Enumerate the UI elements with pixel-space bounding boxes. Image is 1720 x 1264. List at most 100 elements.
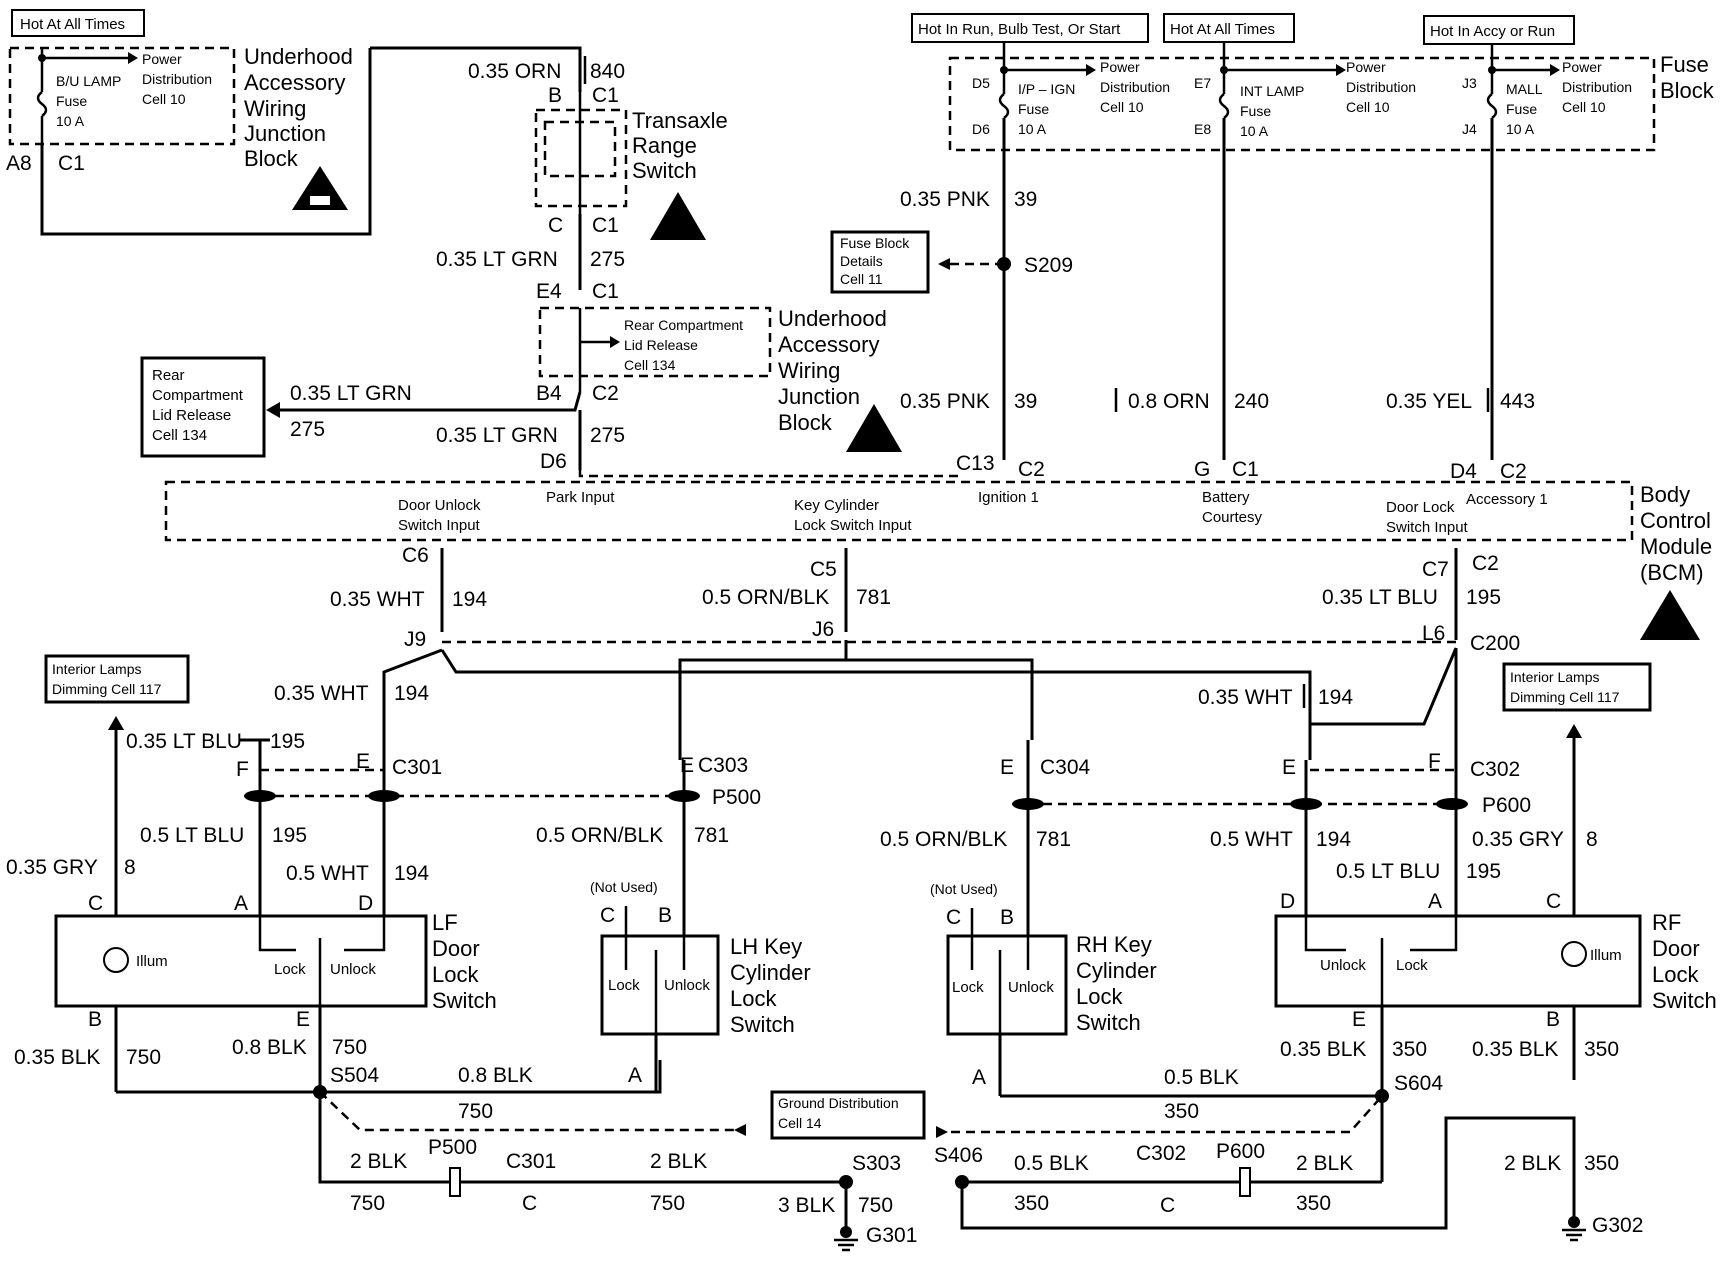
bu-fuse-name: B/U LAMP: [56, 73, 121, 89]
p500-inline-connector: [449, 1167, 461, 1197]
bcm-input-label: Switch Input: [398, 517, 481, 534]
wire-label: 2 BLK: [350, 1150, 407, 1173]
ign-fuse-amp: 10 A: [1018, 121, 1047, 137]
wire-label: 0.35 WHT: [330, 588, 425, 611]
circuit-label: 750: [350, 1192, 385, 1215]
wire-label: 0.5 LT BLU: [1336, 860, 1440, 883]
wire-194-return: [1310, 647, 1458, 726]
ref-line: Cell 14: [778, 1115, 822, 1131]
wire-label: 0.35 LT BLU: [126, 730, 242, 753]
circuit-label: 195: [270, 730, 305, 753]
illum-lamp-icon: [103, 947, 129, 973]
pd-label: Power: [142, 51, 182, 67]
pin-e: E: [1000, 756, 1014, 779]
bcm-input-label: Switch Input: [1386, 519, 1469, 536]
mall-fuse-amp: 10 A: [1506, 121, 1535, 137]
fuse-block-label: Fuse Block: [1660, 52, 1715, 103]
pin-e8: E8: [1194, 121, 1211, 137]
pin-g301: G301: [866, 1224, 917, 1247]
illum-lamp-icon: [1561, 941, 1587, 967]
hot-tag-left: Hot At All Times: [11, 9, 145, 37]
pd-label: Cell 10: [1346, 99, 1390, 115]
circuit-label: 194: [1316, 828, 1351, 851]
wire-label: 0.35 WHT: [274, 682, 369, 705]
wire-label: 0.5 LT BLU: [140, 824, 244, 847]
bu-fuse-word: Fuse: [56, 93, 87, 109]
circuit-label: 781: [1036, 828, 1071, 851]
uaw-mid-line: Wiring: [778, 358, 840, 383]
rear-lid-inner-ref: Rear Compartment Lid Release Cell 134: [624, 317, 743, 373]
pin-e: E: [1282, 756, 1296, 779]
bcm-input-label: Accessory 1: [1466, 491, 1548, 508]
unlock-label: Unlock: [1008, 979, 1054, 996]
circuit-label: 750: [332, 1036, 367, 1059]
illum-label: Illum: [136, 953, 168, 970]
circuit-label: 350: [1014, 1192, 1049, 1215]
pin-g: G: [1194, 458, 1210, 481]
ref-line: Cell 11: [840, 271, 883, 287]
pin-p600: P600: [1216, 1140, 1265, 1163]
rf-line: RF: [1652, 910, 1681, 935]
wire-label: 0.8 ORN: [1128, 390, 1210, 413]
pd-label: Cell 10: [142, 91, 186, 107]
pin-c301: C301: [392, 756, 442, 779]
dim-right-ref: Interior Lamps Dimming Cell 117: [1502, 662, 1652, 712]
mall-fuse-name: MALL: [1506, 81, 1543, 97]
pin-b: B: [658, 904, 672, 927]
wire-label: 0.8 BLK: [232, 1036, 307, 1059]
wire-275-left: [280, 391, 582, 412]
wire-label: 0.35 LT BLU: [1322, 586, 1438, 609]
ground-dashed-right: [936, 1095, 1383, 1134]
circuit-label: 750: [458, 1100, 493, 1123]
wire-label: 0.5 ORN/BLK: [702, 586, 829, 609]
unlock-label: Unlock: [330, 961, 376, 978]
circuit-label: 781: [856, 586, 891, 609]
uaw-mid-label: Underhood Accessory Wiring Junction Bloc…: [778, 306, 887, 435]
wire-label: 0.5 ORN/BLK: [536, 824, 663, 847]
wire-840-top: [370, 46, 582, 92]
pin-c: C: [1546, 890, 1561, 913]
wire-label: 2 BLK: [1296, 1152, 1353, 1175]
uaw-mid-line: Underhood: [778, 306, 887, 331]
bcm-input-label: Battery: [1202, 489, 1250, 506]
wire-label: 0.35 WHT: [1198, 686, 1293, 709]
ref-line: Rear: [152, 367, 185, 384]
pd-label: Distribution: [1346, 79, 1416, 95]
pin-d6: D6: [540, 450, 567, 473]
pin-c1: C1: [58, 152, 85, 175]
pin-c: C: [946, 906, 961, 929]
pin-c: C: [522, 1192, 537, 1215]
pin-b: B: [1000, 906, 1014, 929]
wire-label: 0.35 LT GRN: [436, 248, 558, 271]
pin-d5: D5: [972, 75, 990, 91]
trs-line: Switch: [632, 158, 697, 183]
ref-line: Details: [840, 253, 883, 269]
pin-a: A: [234, 892, 248, 915]
bcm-line: Module: [1640, 534, 1712, 559]
unlock-label: Unlock: [664, 977, 710, 994]
wire-label: 0.35 PNK: [900, 390, 990, 413]
circuit-label: 194: [394, 862, 429, 885]
circuit-label: 8: [124, 856, 136, 879]
rh-line: Lock: [1076, 984, 1123, 1009]
bcm-input-label: Ignition 1: [978, 489, 1039, 506]
pin-p600: P600: [1482, 794, 1531, 817]
not-used-label: (Not Used): [930, 881, 998, 897]
wire-label: 0.8 BLK: [458, 1064, 533, 1087]
bcm-line: (BCM): [1640, 560, 1704, 585]
uaw-mid-line: Accessory: [778, 332, 879, 357]
wire-label: 0.35 YEL: [1386, 390, 1472, 413]
bcm-inputs: Door Unlock Switch Input Park Input Key …: [398, 489, 1548, 536]
wire-label: 0.5 BLK: [1164, 1066, 1239, 1089]
obd-icon: [650, 192, 706, 240]
pin-c: C: [88, 892, 103, 915]
uaw-top-line: Junction: [244, 121, 326, 146]
wire-194-dist: [440, 649, 1034, 740]
p500-connector: [244, 790, 276, 802]
wire-label: 0.35 GRY: [6, 856, 98, 879]
ref-line: Interior Lamps: [52, 661, 141, 677]
lf-line: Switch: [432, 988, 497, 1013]
pin-d: D: [358, 892, 373, 915]
pin-c: C: [600, 904, 615, 927]
pd-label: Power: [1346, 59, 1386, 75]
